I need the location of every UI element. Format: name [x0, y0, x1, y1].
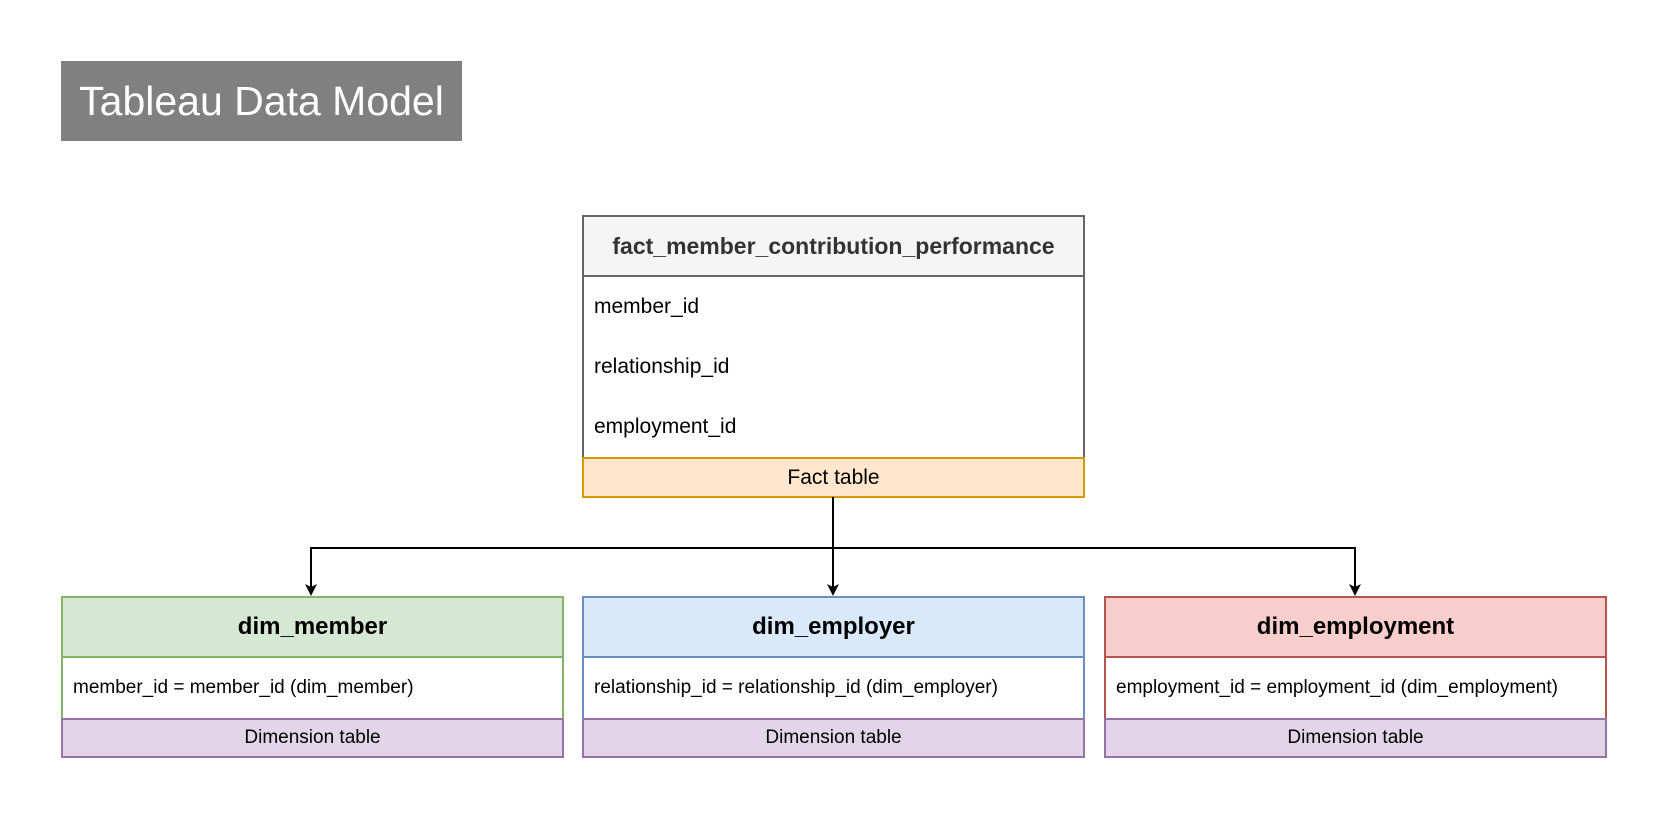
diagram-title: Tableau Data Model — [61, 61, 462, 141]
fact-field-relationship-id: relationship_id — [594, 355, 730, 378]
dim-member-join: member_id = member_id (dim_member) — [73, 677, 414, 698]
fact-field-member-id: member_id — [594, 295, 700, 318]
dim-employment-table[interactable]: dim_employment employment_id = employmen… — [1104, 596, 1607, 758]
connector-to-dim-employment — [833, 547, 1361, 596]
fact-table-label: Fact table — [582, 457, 1085, 498]
fact-table-name: fact_member_contribution_performance — [584, 217, 1083, 277]
fact-table[interactable]: fact_member_contribution_performance mem… — [582, 215, 1085, 498]
dim-member-table[interactable]: dim_member member_id = member_id (dim_me… — [61, 596, 564, 758]
dim-member-name: dim_member — [63, 598, 562, 658]
dim-employment-name: dim_employment — [1106, 598, 1605, 658]
dim-employment-label: Dimension table — [1104, 718, 1607, 758]
dim-employer-table[interactable]: dim_employer relationship_id = relations… — [582, 596, 1085, 758]
fact-field-employment-id: employment_id — [594, 415, 737, 438]
dim-member-label: Dimension table — [61, 718, 564, 758]
dim-employer-label: Dimension table — [582, 718, 1085, 758]
dim-employment-join: employment_id = employment_id (dim_emplo… — [1116, 677, 1558, 698]
dim-employer-name: dim_employer — [584, 598, 1083, 658]
connector-to-dim-member — [305, 497, 834, 596]
dim-employer-join: relationship_id = relationship_id (dim_e… — [594, 677, 998, 698]
